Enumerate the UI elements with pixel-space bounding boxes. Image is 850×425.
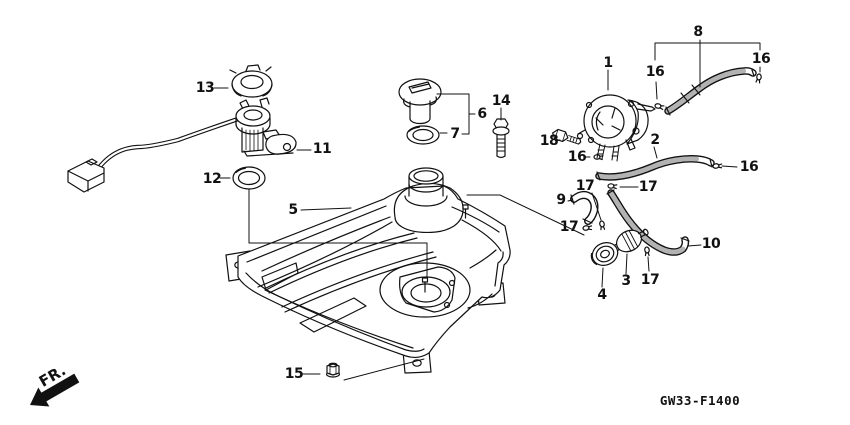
part-label-15[interactable]: 15 xyxy=(284,366,304,382)
part-label-4[interactable]: 4 xyxy=(597,287,607,303)
clip-17-drawing xyxy=(643,246,651,257)
clip-16-drawing xyxy=(654,102,665,111)
valve-bolt-drawing xyxy=(552,128,582,145)
part-label-17[interactable]: 17 xyxy=(638,179,658,195)
fr-direction-indicator: FR. xyxy=(30,361,80,407)
part-label-18[interactable]: 18 xyxy=(539,133,559,149)
hose-2-drawing xyxy=(595,155,715,181)
mount-nut-drawing xyxy=(325,362,341,378)
part-label-16[interactable]: 16 xyxy=(739,159,759,175)
hose-9-drawing xyxy=(570,190,599,225)
part-label-2[interactable]: 2 xyxy=(650,132,660,148)
part-label-17[interactable]: 17 xyxy=(575,178,595,194)
part-label-12[interactable]: 12 xyxy=(202,171,222,187)
fr-arrow-icon xyxy=(30,373,80,407)
clip-17-drawing xyxy=(607,183,618,190)
hose-8-drawing xyxy=(664,67,757,116)
part-label-17[interactable]: 17 xyxy=(640,272,660,288)
part-label-14[interactable]: 14 xyxy=(491,93,511,109)
part-label-10[interactable]: 10 xyxy=(701,236,721,252)
part-label-8[interactable]: 8 xyxy=(693,24,703,40)
sender-retainer-drawing xyxy=(229,64,273,98)
fuel-valve-drawing xyxy=(576,94,656,162)
cap-washer-drawing xyxy=(406,125,440,145)
part-label-11[interactable]: 11 xyxy=(312,141,332,157)
clip-16-drawing xyxy=(593,154,604,161)
part-label-17[interactable]: 17 xyxy=(559,219,579,235)
hose-10-drawing xyxy=(606,189,690,256)
part-label-7[interactable]: 7 xyxy=(450,126,460,142)
part-label-16[interactable]: 16 xyxy=(645,64,665,80)
leader-lines xyxy=(213,39,761,381)
clip-16-drawing xyxy=(712,162,723,170)
tank-bolt-drawing xyxy=(492,118,510,159)
filter-cup-drawing xyxy=(590,242,619,266)
fuel-tank-drawing xyxy=(225,167,511,374)
part-label-3[interactable]: 3 xyxy=(621,273,631,289)
clip-17-drawing xyxy=(582,224,593,232)
clip-16-drawing xyxy=(755,73,763,84)
part-label-16[interactable]: 16 xyxy=(751,51,771,67)
filler-cap-drawing xyxy=(398,78,442,125)
sender-oring-drawing xyxy=(232,166,266,190)
part-label-6[interactable]: 6 xyxy=(477,106,487,122)
clip-17-drawing xyxy=(598,219,607,231)
part-label-13[interactable]: 13 xyxy=(195,80,215,96)
part-label-16[interactable]: 16 xyxy=(567,149,587,165)
part-label-9[interactable]: 9 xyxy=(556,192,566,208)
part-label-5[interactable]: 5 xyxy=(288,202,298,218)
part-label-1[interactable]: 1 xyxy=(603,55,613,71)
fuel-sender-drawing xyxy=(67,97,297,193)
diagram-code: GW33-F1400 xyxy=(659,393,741,408)
